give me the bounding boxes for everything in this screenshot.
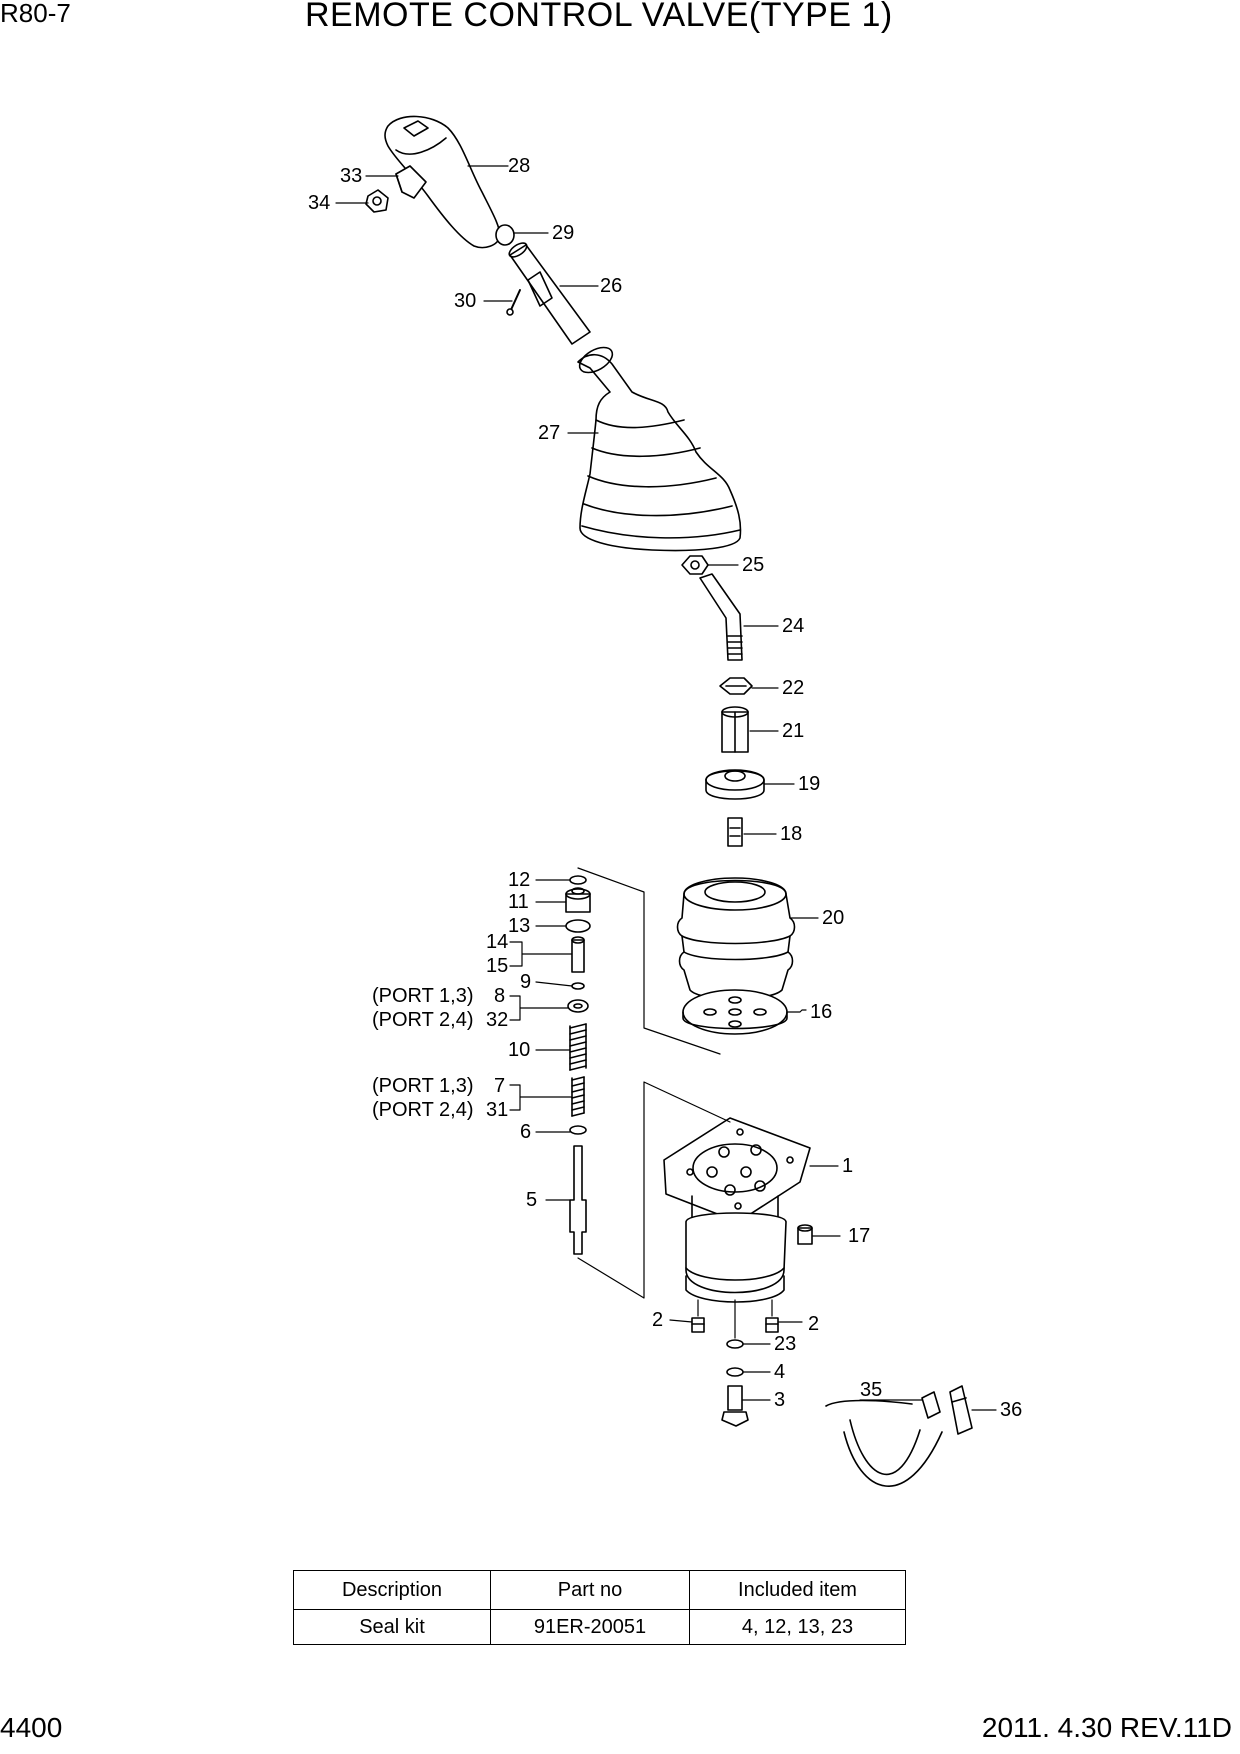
- part-14-push-rod: [571, 936, 585, 973]
- part-12-o-ring: [569, 875, 587, 885]
- part-1-valve-body: [663, 1117, 811, 1303]
- cell-part-no: 91ER-20051: [490, 1609, 690, 1645]
- callout-36: 36: [1000, 1399, 1022, 1421]
- callout-1: 1: [842, 1155, 853, 1177]
- page-number: 4400: [0, 1712, 63, 1743]
- callout-30: 30: [454, 290, 476, 312]
- callout-7: 7: [494, 1075, 505, 1097]
- callout-35: 35: [860, 1379, 882, 1401]
- part-23-o-ring: [726, 1339, 744, 1349]
- callout-24: 24: [782, 615, 804, 637]
- callout-8: 8: [494, 985, 505, 1007]
- callout-labels: 28 33 34 29 30 26 27 25 24 22 21 19 18 2…: [308, 155, 1022, 1421]
- part-24-lever-shaft: [699, 573, 743, 661]
- callout-18: 18: [780, 823, 802, 845]
- callout-5: 5: [526, 1189, 537, 1211]
- callout-23: 23: [774, 1333, 796, 1355]
- part-3-bolt: [721, 1385, 749, 1427]
- callout-10: 10: [508, 1039, 530, 1061]
- part-17-plug: [797, 1224, 813, 1245]
- part-22-hex-nut: [719, 677, 753, 695]
- callout-25: 25: [742, 554, 764, 576]
- revision-date: 2011. 4.30 REV.11D: [981, 1712, 1232, 1743]
- seal-kit-table: Description Part no Included item Seal k…: [293, 1570, 906, 1645]
- part-6-washer: [569, 1125, 587, 1135]
- callout-3: 3: [774, 1389, 785, 1411]
- page-title: REMOTE CONTROL VALVE(TYPE 1): [305, 0, 893, 34]
- callout-2-right: 2: [808, 1313, 819, 1335]
- port-note-2-4-a: (PORT 2,4): [372, 1009, 474, 1031]
- callout-31: 31: [486, 1099, 508, 1121]
- part-2-plug-left: [691, 1317, 705, 1333]
- callout-19: 19: [798, 773, 820, 795]
- part-20-boot: [676, 877, 796, 1000]
- part-18-joint: [727, 817, 743, 847]
- callout-2-left: 2: [652, 1309, 663, 1331]
- callout-4: 4: [774, 1361, 785, 1383]
- header-description: Description: [293, 1570, 491, 1610]
- callout-15: 15: [486, 955, 508, 977]
- callout-13: 13: [508, 915, 530, 937]
- callout-28: 28: [508, 155, 530, 177]
- callout-29: 29: [552, 222, 574, 244]
- model-code: R80-7: [0, 0, 71, 28]
- callout-33: 33: [340, 165, 362, 187]
- part-4-o-ring: [726, 1367, 744, 1377]
- header-included-item: Included item: [689, 1570, 906, 1610]
- table-header-row: Description Part no Included item: [293, 1570, 906, 1610]
- callout-12: 12: [508, 869, 530, 891]
- callout-21: 21: [782, 720, 804, 742]
- part-10-return-spring: [569, 1023, 587, 1071]
- part-33-button: [395, 165, 427, 199]
- part-30-screw: [506, 289, 521, 316]
- part-9-washer: [571, 982, 585, 990]
- part-2-plug-right: [765, 1317, 779, 1333]
- part-5-spool: [569, 1145, 587, 1255]
- callout-34: 34: [308, 192, 330, 214]
- callout-32: 32: [486, 1009, 508, 1031]
- callout-11: 11: [508, 891, 529, 913]
- part-21-coupling: [721, 706, 749, 753]
- port-note-1-3-a: (PORT 1,3): [372, 985, 474, 1007]
- part-34-nut: [365, 189, 389, 213]
- port-note-1-3-b: (PORT 1,3): [372, 1075, 474, 1097]
- callout-26: 26: [600, 275, 622, 297]
- part-8-seat: [567, 999, 589, 1013]
- header-part-no: Part no: [490, 1570, 690, 1610]
- part-13-o-ring: [565, 919, 591, 933]
- callout-16: 16: [810, 1001, 832, 1023]
- cell-description: Seal kit: [293, 1609, 491, 1645]
- cell-included-item: 4, 12, 13, 23: [689, 1609, 906, 1645]
- part-29-cap: [495, 224, 515, 246]
- part-26-tube: [508, 242, 591, 345]
- part-11-plug: [565, 887, 591, 913]
- leader-lines: [335, 165, 997, 1411]
- port-note-2-4-b: (PORT 2,4): [372, 1099, 474, 1121]
- callout-22: 22: [782, 677, 804, 699]
- part-35-36-wire-harness: [825, 1385, 973, 1487]
- table-row: Seal kit 91ER-20051 4, 12, 13, 23: [293, 1609, 906, 1645]
- callout-27: 27: [538, 422, 560, 444]
- callout-9: 9: [520, 971, 531, 993]
- part-16-plate: [682, 989, 788, 1035]
- callout-17: 17: [848, 1225, 870, 1247]
- part-7-spring: [571, 1076, 585, 1117]
- callout-14: 14: [486, 931, 508, 953]
- part-27-rubber-boot: [577, 346, 742, 552]
- callout-6: 6: [520, 1121, 531, 1143]
- callout-20: 20: [822, 907, 844, 929]
- part-28-lever-grip: [384, 115, 501, 249]
- part-19-plate: [705, 769, 765, 800]
- part-25-nut: [681, 555, 709, 575]
